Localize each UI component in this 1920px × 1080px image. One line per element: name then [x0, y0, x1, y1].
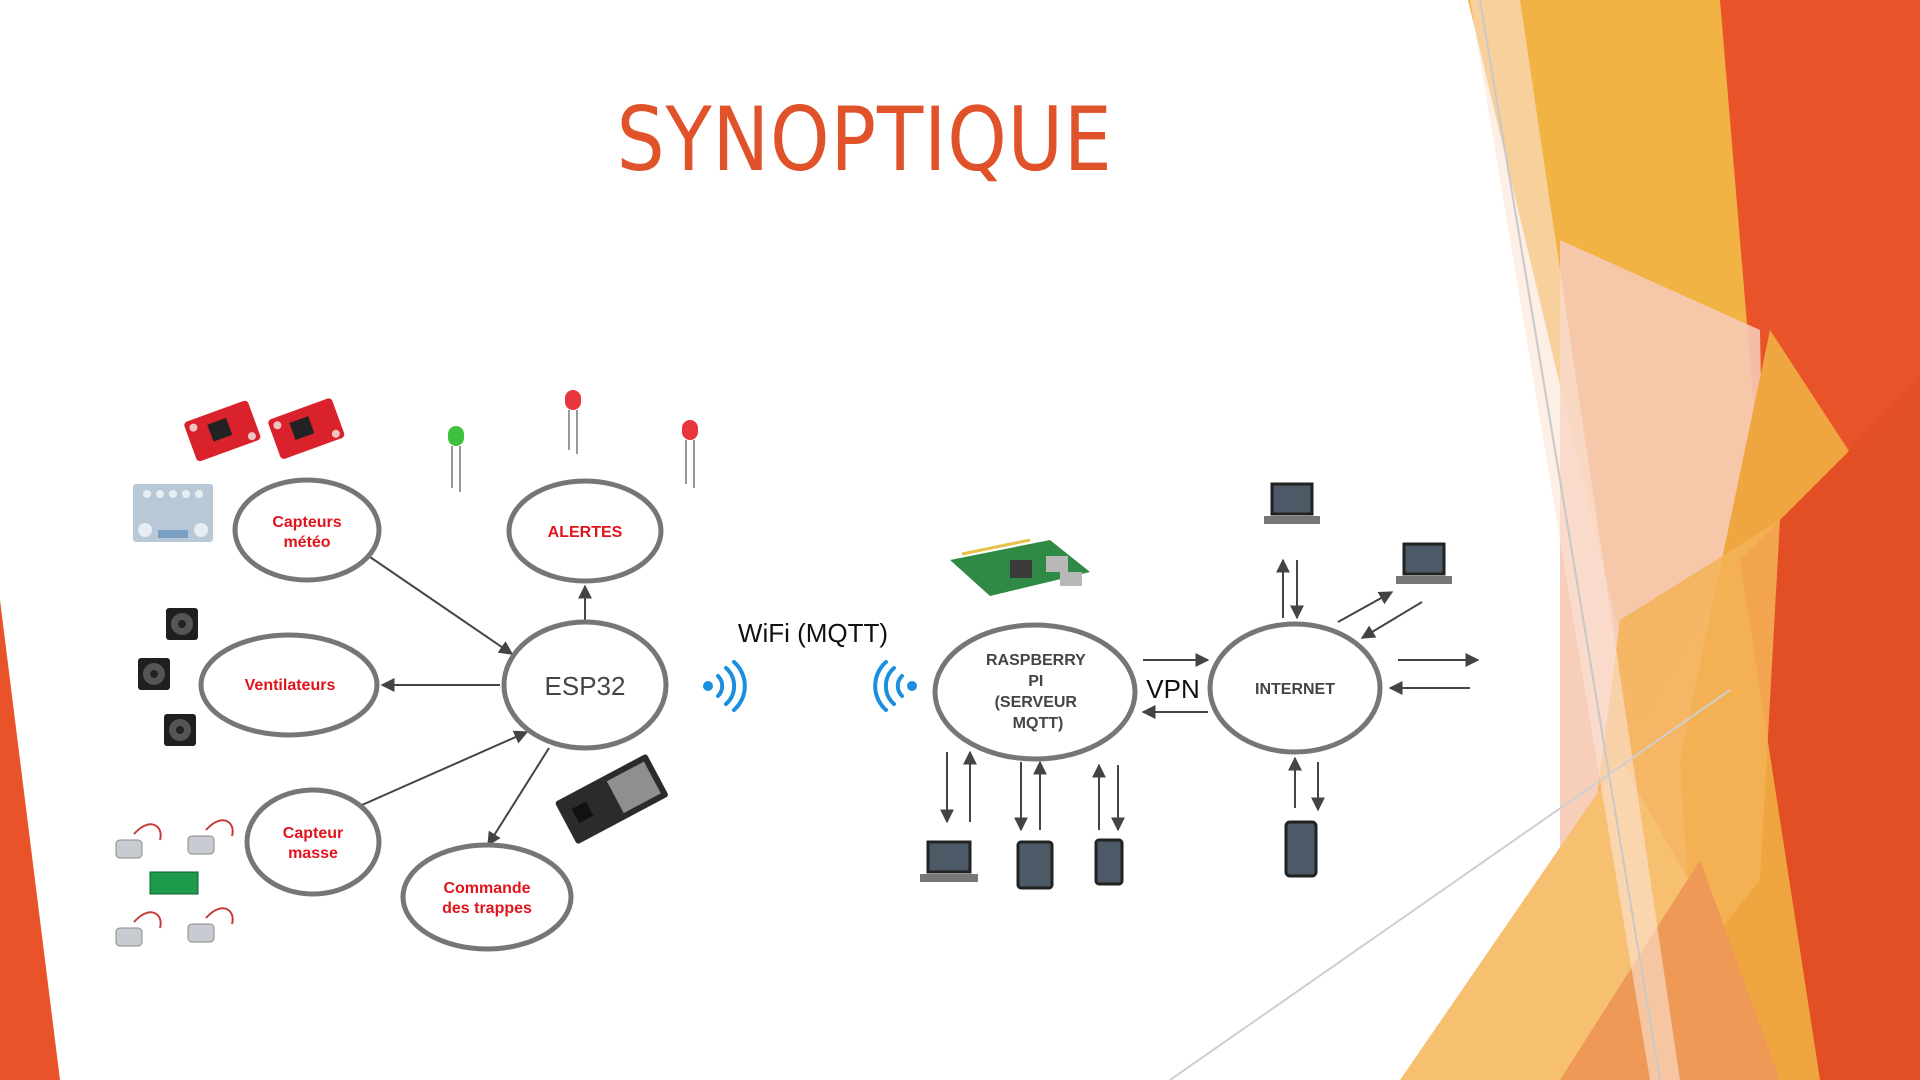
label-capteur-masse-l1: Capteur	[283, 825, 343, 842]
label-raspberry-l2: PI	[1028, 673, 1043, 690]
laptop-icon	[1396, 542, 1452, 584]
label-commande-trappes: Commande des trappes	[442, 880, 532, 917]
led-icon	[448, 426, 464, 492]
label-capteur-masse: Capteur masse	[283, 825, 343, 862]
label-esp32: ESP32	[545, 671, 626, 701]
laptop-icon	[1264, 482, 1320, 524]
label-alertes: ALERTES	[548, 524, 623, 541]
tablet-icon	[1284, 820, 1318, 878]
raspberry-pi-board-icon	[950, 538, 1090, 596]
label-raspberry-l3: (SERVEUR	[995, 694, 1078, 711]
slide-title: SYNOPTIQUE	[616, 88, 1113, 191]
label-capteurs-meteo: Capteurs météo	[272, 514, 341, 551]
fan-icon	[138, 658, 170, 690]
node-ventilateurs	[198, 632, 380, 738]
laptop-icon	[920, 840, 978, 882]
node-raspberry-pi	[932, 622, 1138, 762]
led-icon	[565, 390, 581, 454]
label-raspberry-pi: RASPBERRY PI (SERVEUR MQTT)	[986, 652, 1090, 732]
node-commande-trappes	[400, 842, 574, 952]
load-cell-icon	[115, 819, 234, 947]
network-connectors	[940, 558, 1480, 832]
arrow-esp32-to-trappes	[487, 747, 550, 847]
node-capteurs-meteo	[232, 477, 382, 583]
fan-icon	[164, 714, 196, 746]
node-alertes	[506, 478, 664, 584]
arrow-meteo-to-esp32	[369, 556, 514, 655]
label-capteurs-meteo-l1: Capteurs	[272, 514, 341, 531]
tablet-icon	[1016, 840, 1054, 890]
label-raspberry-l4: MQTT)	[1013, 715, 1064, 732]
weather-sensor-board-icon	[133, 398, 345, 542]
esp32-connectors	[361, 556, 592, 847]
vpn-label: VPN	[1146, 674, 1199, 704]
wifi-signal-icon	[703, 660, 747, 712]
label-capteur-masse-l2: masse	[288, 845, 338, 862]
label-ventilateurs: Ventilateurs	[245, 677, 336, 694]
esp32-board-icon	[555, 754, 668, 844]
node-esp32	[501, 619, 669, 751]
led-icon	[682, 420, 698, 488]
arrow-internet-to-right-laptop	[1337, 591, 1394, 623]
label-commande-trappes-l1: Commande	[443, 880, 530, 897]
node-internet	[1207, 621, 1383, 755]
label-capteurs-meteo-l2: météo	[283, 534, 330, 551]
wifi-signal-icon	[873, 660, 917, 712]
label-raspberry-l1: RASPBERRY	[986, 652, 1086, 669]
label-commande-trappes-l2: des trappes	[442, 900, 532, 917]
arrow-right-laptop-to-internet	[1360, 601, 1423, 639]
arrow-masse-to-esp32	[361, 730, 529, 806]
smartphone-icon	[1094, 838, 1124, 886]
node-capteur-masse	[244, 787, 382, 897]
wifi-mqtt-label: WiFi (MQTT)	[738, 618, 888, 648]
label-internet: INTERNET	[1255, 681, 1335, 698]
fan-icon	[166, 608, 198, 640]
